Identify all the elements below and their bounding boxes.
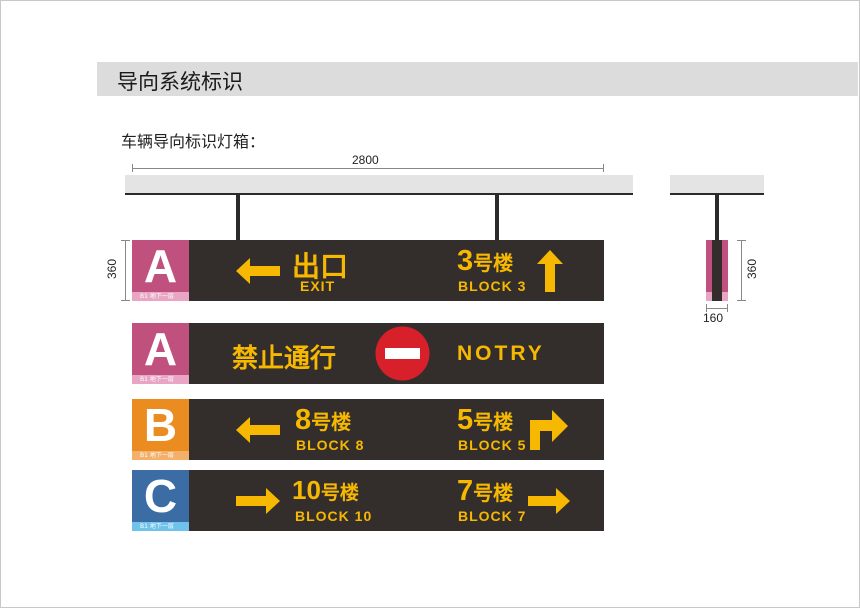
hanging-post-right — [495, 195, 499, 240]
arrow-left-icon — [236, 258, 280, 284]
no-entry-icon — [375, 326, 430, 381]
side-height-tick-top — [737, 240, 746, 241]
height-dimension-label: 360 — [105, 258, 120, 280]
exit-label-en: EXIT — [300, 278, 336, 294]
ceiling-front — [125, 175, 633, 195]
level-tile-b: B B1 地下一层 — [132, 399, 189, 460]
tile-letter: A — [143, 323, 178, 375]
page-title: 导向系统标识 — [117, 70, 243, 94]
width-dimension-tick-left — [132, 164, 133, 172]
block-label-en-right: BLOCK 7 — [458, 508, 527, 524]
arrow-left-icon — [236, 417, 280, 443]
level-tile-c: C B1 地下一层 — [132, 470, 189, 531]
block-number-digit: 7 — [457, 475, 474, 507]
block-number-left: 8号楼 — [295, 404, 351, 437]
ceiling-side — [670, 175, 764, 195]
block-number-right: 5号楼 — [457, 404, 513, 437]
block-label-en-right: BLOCK 5 — [458, 437, 527, 453]
tile-level-strip: B1 地下一层 — [132, 451, 189, 460]
level-label: B1 地下一层 — [140, 452, 174, 459]
block-number-suffix: 号楼 — [473, 251, 514, 275]
sign-block10-block7: C B1 地下一层 10号楼 BLOCK 10 7号楼 BLOCK 7 — [132, 470, 604, 531]
block-number-digit: 8 — [295, 404, 312, 436]
height-dimension-tick-top — [121, 240, 130, 241]
section-subtitle: 车辆导向标识灯箱： — [121, 132, 266, 151]
level-tile-a: A B1 地下一层 — [132, 323, 189, 384]
width-dimension-line — [132, 168, 604, 169]
arrow-right-icon — [528, 488, 570, 514]
side-height-dimension-line — [741, 240, 742, 301]
side-width-tick-right — [727, 304, 728, 312]
height-dimension-line — [125, 240, 126, 301]
block-number: 3号楼 — [457, 245, 513, 278]
sign-exit-block3: A B1 地下一层 出口 EXIT 3号楼 BLOCK 3 — [132, 240, 604, 301]
block-number-digit: 3 — [457, 245, 474, 277]
tile-letter: C — [143, 470, 178, 522]
no-entry-label-cn: 禁止通行 — [232, 344, 337, 374]
tile-letter: A — [143, 240, 178, 292]
side-height-tick-bottom — [737, 300, 746, 301]
tile-level-strip: B1 地下一层 — [132, 292, 189, 301]
sign-no-entry: A B1 地下一层 禁止通行 NOTRY — [132, 323, 604, 384]
block-number-right: 7号楼 — [457, 475, 513, 508]
height-dimension-tick-bottom — [121, 300, 130, 301]
block-number-left: 10号楼 — [292, 475, 359, 506]
width-dimension-label: 2800 — [352, 153, 379, 167]
side-width-tick-left — [706, 304, 707, 312]
arrow-turn-right-icon — [530, 410, 568, 450]
hanging-post-side — [715, 195, 719, 240]
side-width-label: 160 — [703, 311, 724, 325]
block-label-en-left: BLOCK 8 — [296, 437, 365, 453]
block-number-suffix: 号楼 — [311, 410, 352, 434]
side-height-label: 360 — [745, 258, 760, 280]
tile-level-strip: B1 地下一层 — [132, 375, 189, 384]
side-width-dimension-line — [706, 308, 728, 309]
block-number-digit: 10 — [292, 475, 321, 505]
sign-block8-block5: B B1 地下一层 8号楼 BLOCK 8 5号楼 BLOCK 5 — [132, 399, 604, 460]
block-number-suffix: 号楼 — [320, 482, 359, 504]
arrow-right-icon — [236, 488, 280, 514]
level-tile-a: A B1 地下一层 — [132, 240, 189, 301]
block-number-suffix: 号楼 — [473, 410, 514, 434]
level-label: B1 地下一层 — [140, 293, 174, 300]
block-label-en-left: BLOCK 10 — [295, 508, 373, 524]
block-number-digit: 5 — [457, 404, 474, 436]
level-label: B1 地下一层 — [140, 523, 174, 530]
exit-label-cn: 出口 — [292, 250, 349, 283]
hanging-post-left — [236, 195, 240, 240]
sign-side-view — [706, 240, 728, 301]
tile-level-strip: B1 地下一层 — [132, 522, 189, 531]
no-entry-label-en: NOTRY — [457, 342, 545, 365]
block-number-suffix: 号楼 — [473, 481, 514, 505]
block-label-en: BLOCK 3 — [458, 278, 527, 294]
arrow-up-icon — [537, 250, 563, 292]
width-dimension-tick-right — [603, 164, 604, 172]
tile-letter: B — [143, 399, 178, 451]
level-label: B1 地下一层 — [140, 376, 174, 383]
title-bar: 导向系统标识 — [97, 62, 858, 96]
